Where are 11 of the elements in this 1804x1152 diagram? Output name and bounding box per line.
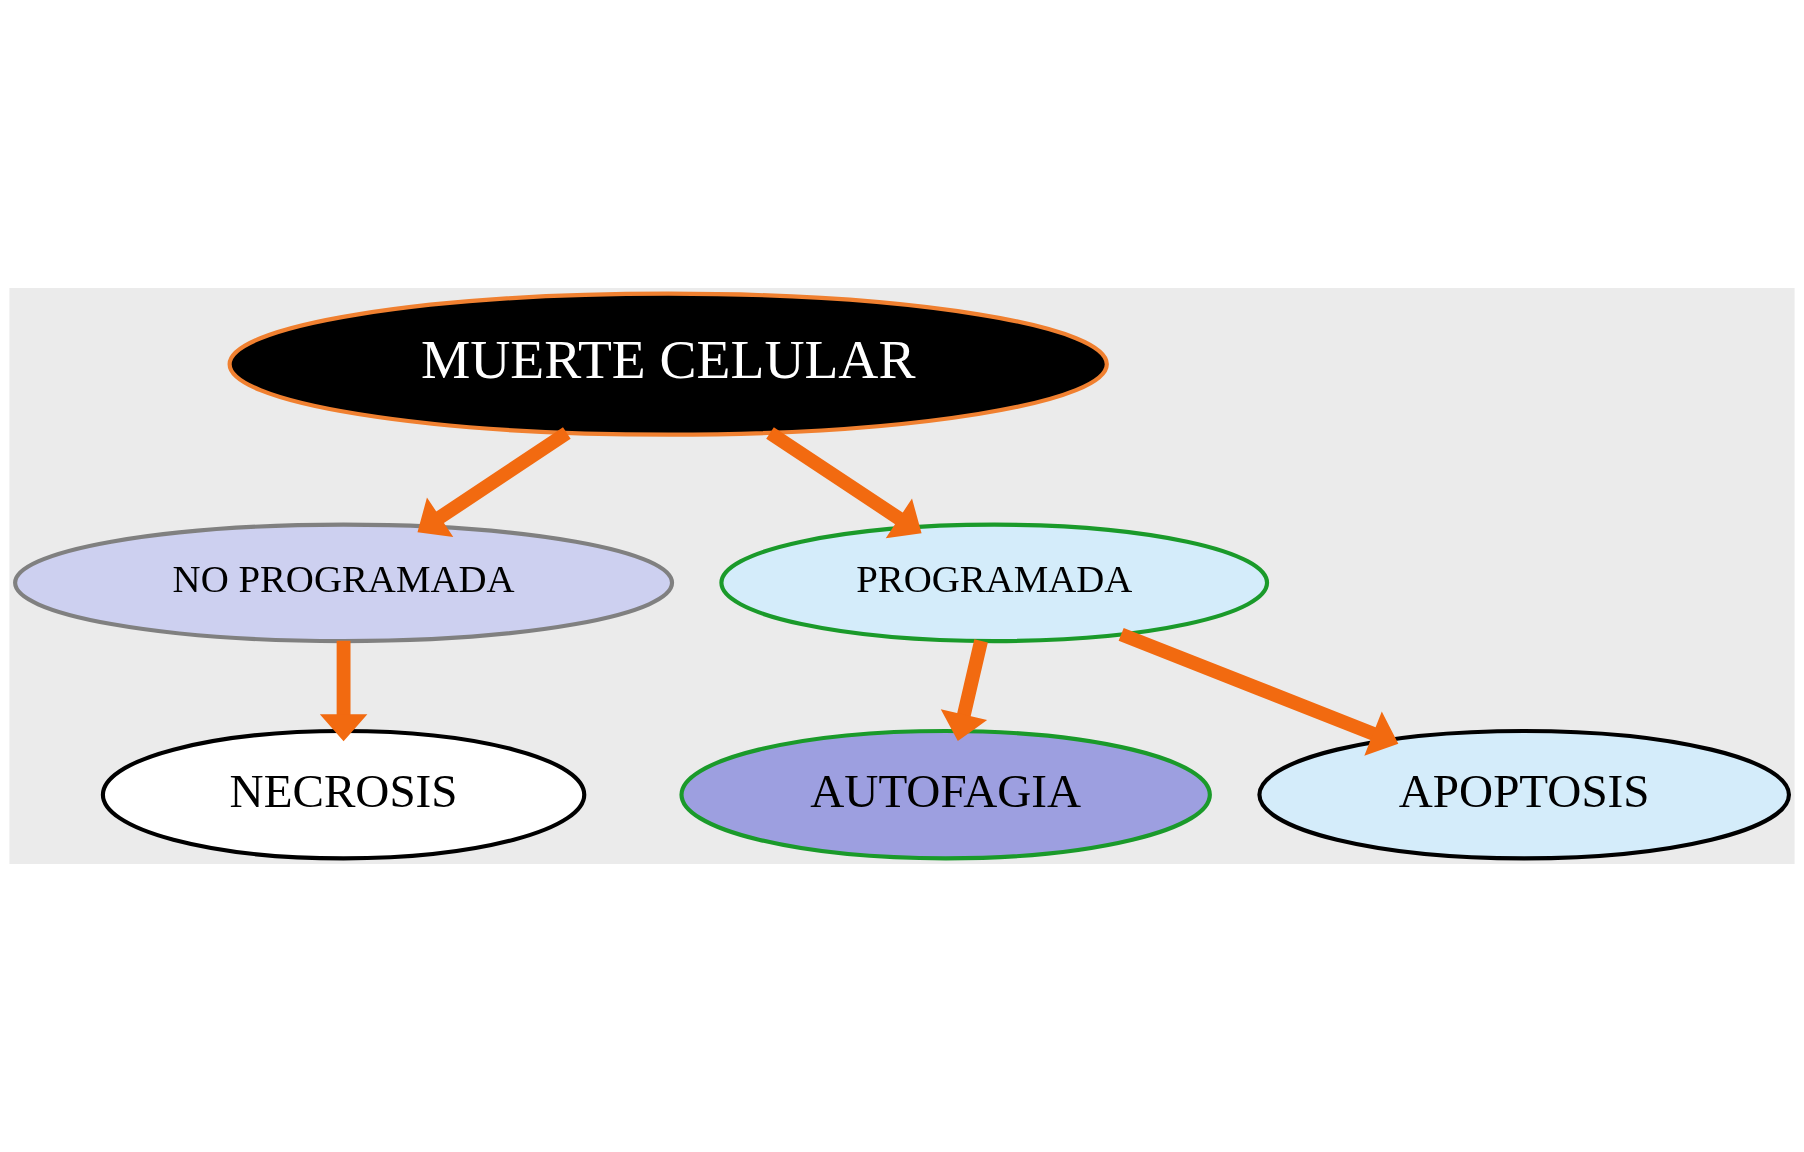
arrow (1118, 627, 1399, 756)
node-ellipse: NECROSIS (100, 728, 587, 861)
arrow (766, 427, 922, 539)
arrow (319, 640, 368, 742)
arrow (940, 639, 988, 742)
node-ellipse: PROGRAMADA (719, 522, 1270, 644)
node-ellipse: AUTOFAGIA (679, 728, 1212, 861)
arrow (417, 427, 571, 538)
node-ellipse: MUERTE CELULAR (227, 291, 1109, 437)
node-ellipse: APOPTOSIS (1257, 728, 1791, 861)
node-ellipse: NO PROGRAMADA (13, 522, 675, 644)
